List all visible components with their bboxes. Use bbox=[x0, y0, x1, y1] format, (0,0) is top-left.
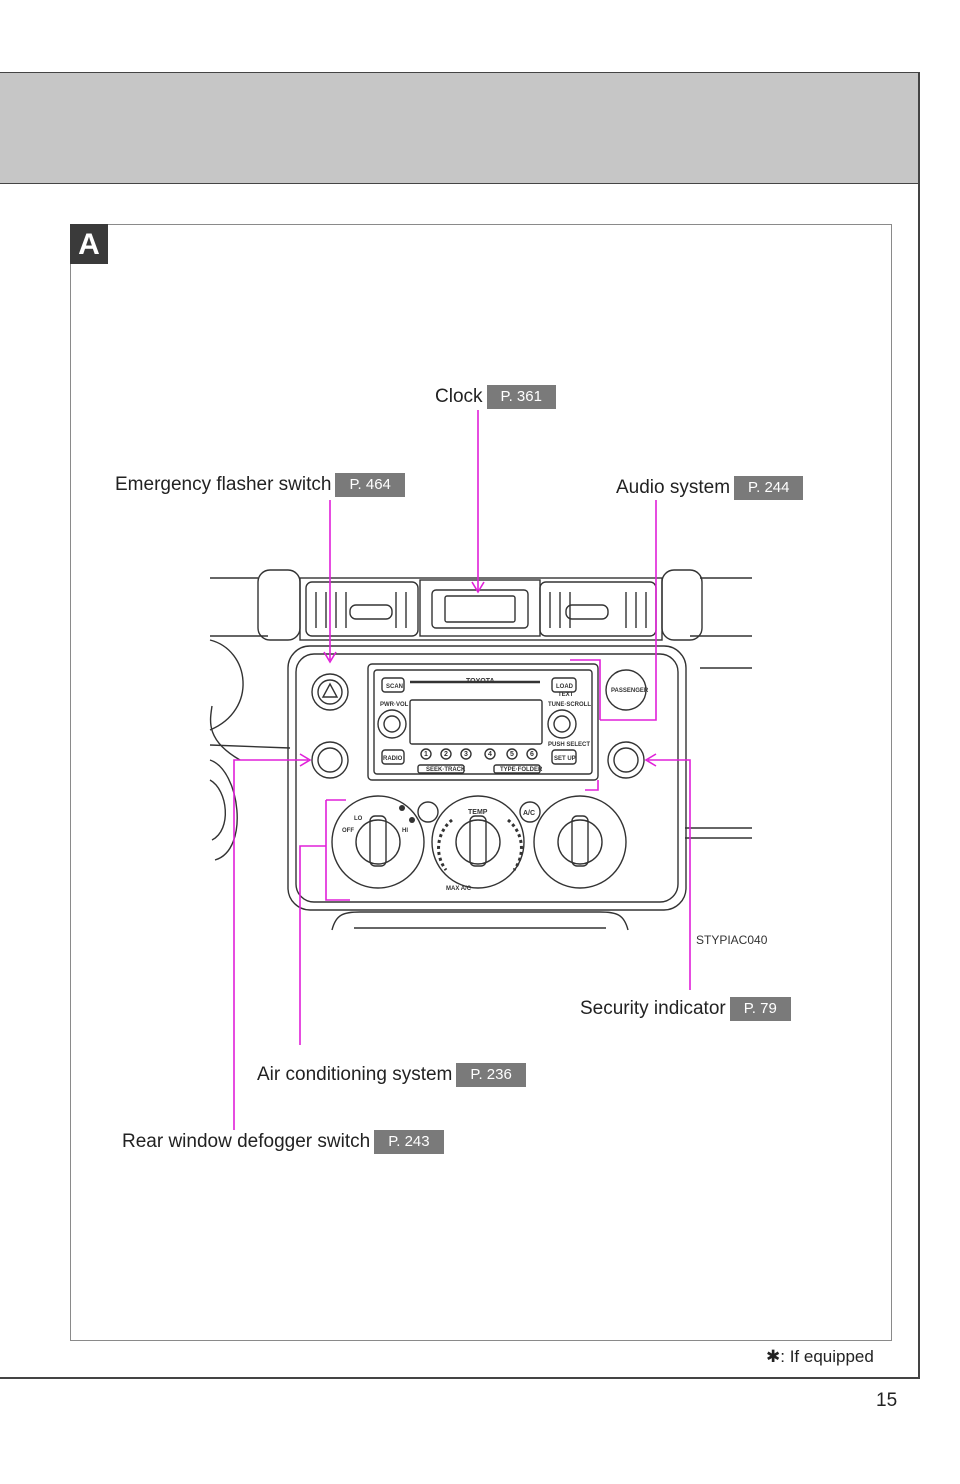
right-rule bbox=[918, 72, 920, 1378]
callout-defogger-ref[interactable]: P. 243 bbox=[374, 1129, 444, 1154]
panel-push-select: PUSH SELECT bbox=[548, 742, 590, 748]
callout-clock-ref[interactable]: P. 361 bbox=[486, 384, 556, 409]
panel-temp: TEMP bbox=[468, 809, 488, 816]
preset-6: 6 bbox=[530, 751, 534, 758]
asterisk-icon: ✱ bbox=[766, 1347, 781, 1366]
header-band bbox=[0, 72, 919, 184]
panel-set-up: SET UP bbox=[554, 756, 576, 762]
preset-5: 5 bbox=[510, 751, 514, 758]
callout-aircon-label: Air conditioning system bbox=[257, 1064, 453, 1085]
panel-max-ac: MAX A/C bbox=[446, 886, 472, 892]
panel-load: LOAD bbox=[556, 684, 574, 690]
footnote: ✱: If equipped bbox=[766, 1347, 874, 1367]
panel-hi: HI bbox=[402, 828, 408, 834]
panel-pwr-vol: PWR·VOL bbox=[380, 702, 409, 708]
footnote-text: : If equipped bbox=[780, 1347, 874, 1366]
callout-audio-ref[interactable]: P. 244 bbox=[734, 475, 804, 500]
panel-radio: RADIO bbox=[383, 756, 403, 762]
panel-ac: A/C bbox=[523, 810, 535, 817]
preset-4: 4 bbox=[488, 751, 492, 758]
panel-type-folder: TYPE·FOLDER bbox=[500, 767, 543, 773]
page-number: 15 bbox=[876, 1390, 898, 1411]
panel-scan: SCAN bbox=[386, 684, 403, 690]
callout-audio-label: Audio system bbox=[616, 477, 731, 498]
image-code: STYPIAC040 bbox=[696, 933, 768, 947]
callout-security-label: Security indicator bbox=[580, 998, 726, 1019]
preset-1: 1 bbox=[424, 751, 428, 758]
panel-off: OFF bbox=[342, 828, 354, 834]
callout-emergency-ref[interactable]: P. 464 bbox=[335, 472, 405, 497]
bottom-rule bbox=[0, 1377, 920, 1379]
panel-seek-track: SEEK·TRACK bbox=[426, 767, 466, 773]
section-badge: A bbox=[70, 224, 108, 264]
preset-3: 3 bbox=[464, 751, 468, 758]
preset-2: 2 bbox=[444, 751, 448, 758]
callout-clock-label: Clock bbox=[435, 386, 483, 407]
panel-lo: LO bbox=[354, 816, 363, 822]
panel-text: TEXT bbox=[558, 692, 574, 698]
callout-defogger-label: Rear window defogger switch bbox=[122, 1131, 371, 1152]
callout-security-ref[interactable]: P. 79 bbox=[729, 996, 791, 1021]
panel-passenger: PASSENGER bbox=[611, 688, 649, 694]
callout-emergency-label: Emergency flasher switch bbox=[115, 474, 332, 495]
illustration-frame bbox=[70, 224, 892, 1341]
panel-tune-scroll: TUNE·SCROLL bbox=[548, 702, 591, 708]
panel-brand: TOYOTA bbox=[466, 678, 495, 685]
callout-aircon-ref[interactable]: P. 236 bbox=[456, 1062, 526, 1087]
